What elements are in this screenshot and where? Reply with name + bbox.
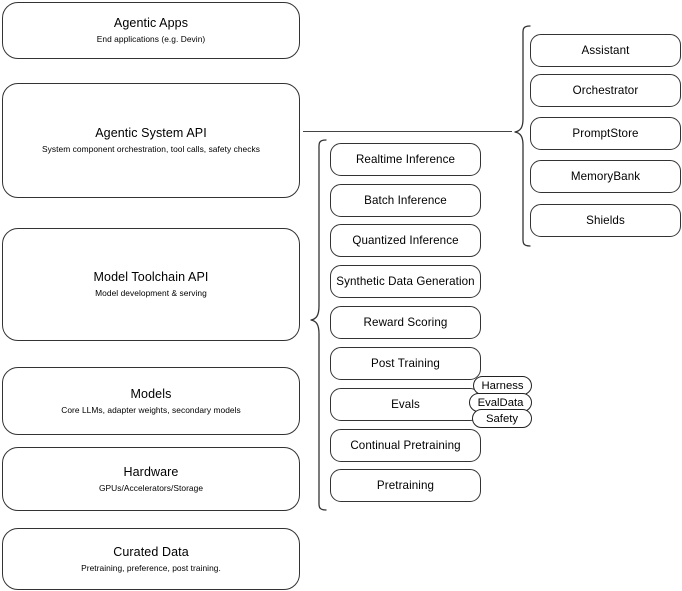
capability-post-training[interactable]: Post Training [330, 347, 481, 380]
eval-pill-safety[interactable]: Safety [472, 409, 532, 428]
layer-hardware[interactable]: Hardware GPUs/Accelerators/Storage [2, 447, 300, 511]
capability-evals[interactable]: Evals [330, 388, 481, 421]
layer-subtitle: End applications (e.g. Devin) [96, 34, 206, 44]
model-toolchain-brace [310, 139, 327, 511]
component-shields[interactable]: Shields [530, 204, 681, 237]
capability-continual-pretraining[interactable]: Continual Pretraining [330, 429, 481, 462]
agentic-system-brace [514, 25, 531, 247]
capability-realtime-inference[interactable]: Realtime Inference [330, 143, 481, 176]
layer-curated-data[interactable]: Curated Data Pretraining, preference, po… [2, 528, 300, 590]
component-promptstore[interactable]: PromptStore [530, 117, 681, 150]
component-orchestrator[interactable]: Orchestrator [530, 74, 681, 107]
layer-subtitle: Core LLMs, adapter weights, secondary mo… [61, 404, 241, 415]
capability-batch-inference[interactable]: Batch Inference [330, 184, 481, 217]
brace-path [514, 25, 531, 247]
layer-title: Hardware [123, 464, 179, 479]
layer-agentic-apps[interactable]: Agentic Apps End applications (e.g. Devi… [2, 2, 300, 59]
layer-title: Models [130, 386, 172, 401]
layer-model-toolchain-api[interactable]: Model Toolchain API Model development & … [2, 228, 300, 341]
layer-title: Model Toolchain API [93, 270, 209, 284]
agentic-system-api-connector-line [303, 131, 512, 132]
layer-subtitle: Pretraining, preference, post training. [81, 562, 221, 573]
layer-subtitle: Model development & serving [95, 288, 207, 298]
layer-title: Agentic Apps [113, 16, 189, 30]
layer-models[interactable]: Models Core LLMs, adapter weights, secon… [2, 367, 300, 435]
capability-pretraining[interactable]: Pretraining [330, 469, 481, 502]
capability-reward-scoring[interactable]: Reward Scoring [330, 306, 481, 339]
component-memorybank[interactable]: MemoryBank [530, 160, 681, 193]
layer-subtitle: GPUs/Accelerators/Storage [98, 482, 204, 493]
layer-title: Curated Data [113, 544, 189, 559]
component-assistant[interactable]: Assistant [530, 34, 681, 67]
layer-agentic-system-api[interactable]: Agentic System API System component orch… [2, 83, 300, 198]
layer-subtitle: System component orchestration, tool cal… [42, 144, 260, 154]
capability-quantized-inference[interactable]: Quantized Inference [330, 224, 481, 257]
capability-synthetic-data-generation[interactable]: Synthetic Data Generation [330, 265, 481, 298]
layer-title: Agentic System API [95, 126, 207, 140]
brace-path [310, 139, 327, 511]
